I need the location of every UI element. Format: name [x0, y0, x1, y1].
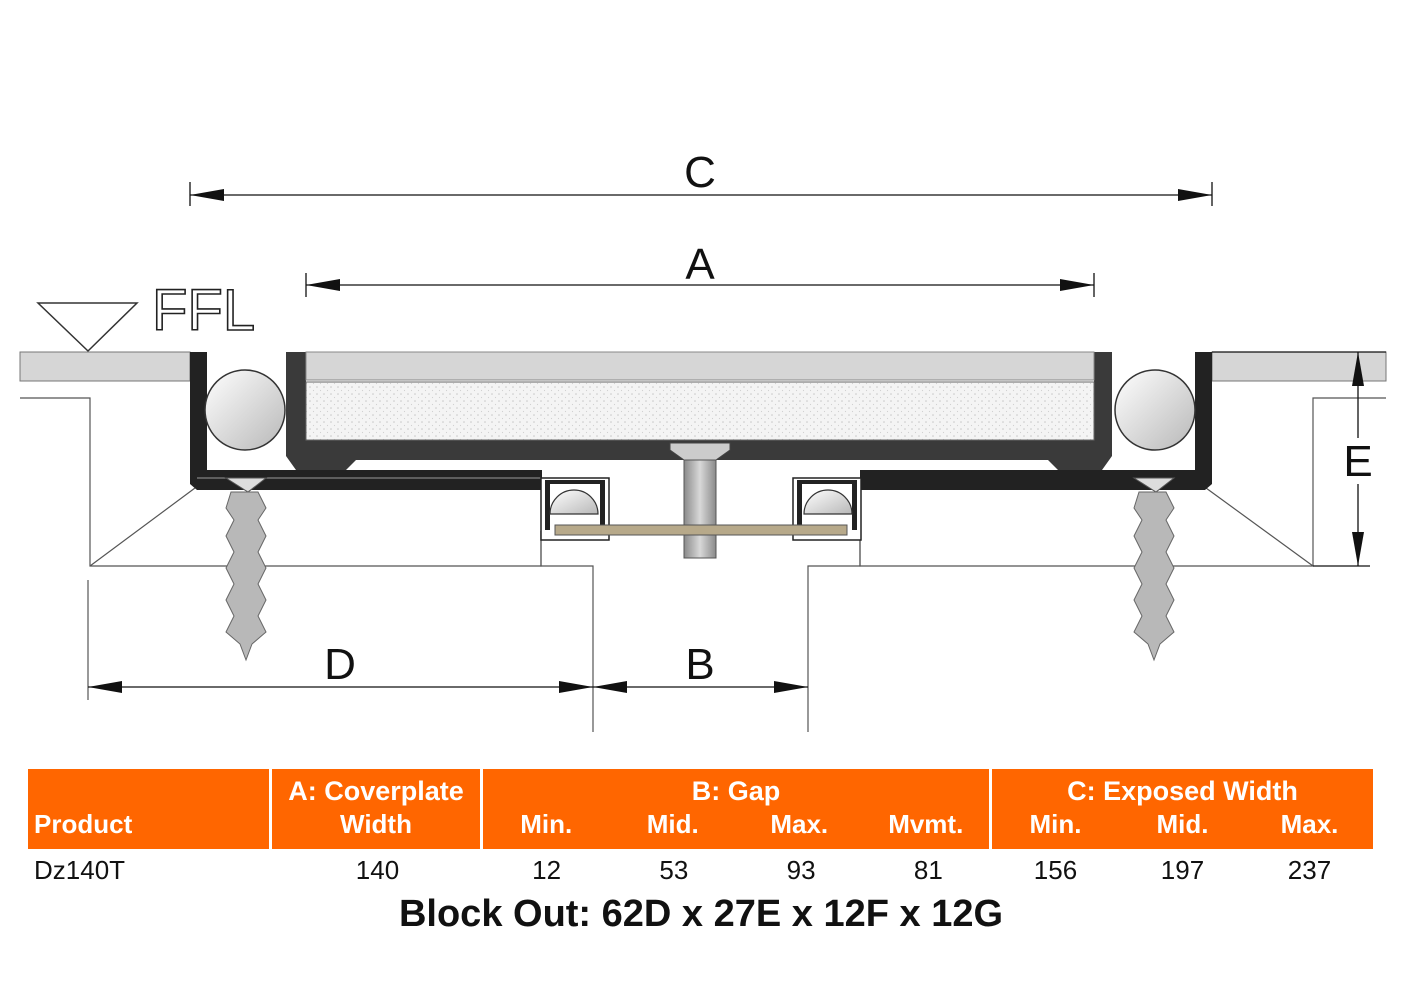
dimension-c [189, 182, 1213, 206]
header-gap-max: Max. [770, 809, 829, 839]
left-seal [204, 369, 286, 451]
right-seal [1114, 369, 1196, 451]
cell-product: Dz140T [34, 855, 126, 885]
header-gap-title: B: Gap [691, 776, 781, 806]
cell-gap-max: 93 [786, 855, 816, 885]
dimension-e [1212, 351, 1386, 567]
header-coverplate-width: Width [340, 809, 412, 839]
dimension-a-label: A [685, 240, 715, 289]
cell-gap-mid: 53 [659, 855, 689, 885]
cell-coverplate-width: 140 [355, 855, 400, 885]
block-out-spec: Block Out: 62D x 27E x 12F x 12G [398, 893, 1004, 935]
right-anchor [1132, 477, 1176, 662]
centre-bolt [669, 442, 731, 559]
header-exposed-width: C: Exposed Width Min. Mid. Max. [992, 769, 1373, 849]
ffl-marker: FFL [36, 277, 256, 353]
header-gap: B: Gap Min. Mid. Max. Mvmt. [483, 769, 992, 849]
expansion-joint-section-drawing: FFL [19, 148, 1387, 732]
coverplate [286, 351, 1112, 470]
ffl-label: FFL [152, 278, 255, 343]
dimension-c-label: C [684, 148, 716, 197]
ffl-triangle-icon [36, 302, 139, 353]
dimension-b-label: B [685, 640, 714, 689]
header-gap-min: Min. [520, 809, 573, 839]
cell-exposed-mid: 197 [1160, 855, 1205, 885]
cell-gap-min: 12 [532, 855, 562, 885]
header-coverplate-title: A: Coverplate [288, 776, 464, 806]
table-row: Dz140T 140 12 53 93 81 156 197 237 [28, 849, 1373, 889]
dimension-e-label: E [1343, 437, 1372, 486]
header-gap-mvmt: Mvmt. [888, 809, 964, 839]
cell-exposed-max: 237 [1287, 855, 1332, 885]
table-header: Product A: Coverplate Width B: Gap Min. … [28, 769, 1373, 849]
header-exposed-title: C: Exposed Width [1067, 776, 1298, 806]
dimension-d-label: D [324, 640, 356, 689]
dimension-a [305, 273, 1095, 297]
header-exposed-max: Max. [1280, 809, 1339, 839]
dimension-d [88, 681, 593, 693]
header-exposed-mid: Mid. [1156, 809, 1209, 839]
header-gap-mid: Mid. [646, 809, 699, 839]
left-anchor [224, 477, 268, 662]
header-product: Product [28, 769, 272, 849]
spec-table: Product A: Coverplate Width B: Gap Min. … [28, 769, 1373, 889]
cell-exposed-min: 156 [1033, 855, 1078, 885]
linkage [549, 489, 853, 536]
cell-gap-mvmt: 81 [913, 855, 943, 885]
header-product-label: Product [34, 809, 133, 839]
floor-finish [19, 351, 1387, 382]
dimension-b [593, 681, 808, 693]
header-coverplate: A: Coverplate Width [272, 769, 483, 849]
header-exposed-min: Min. [1029, 809, 1082, 839]
